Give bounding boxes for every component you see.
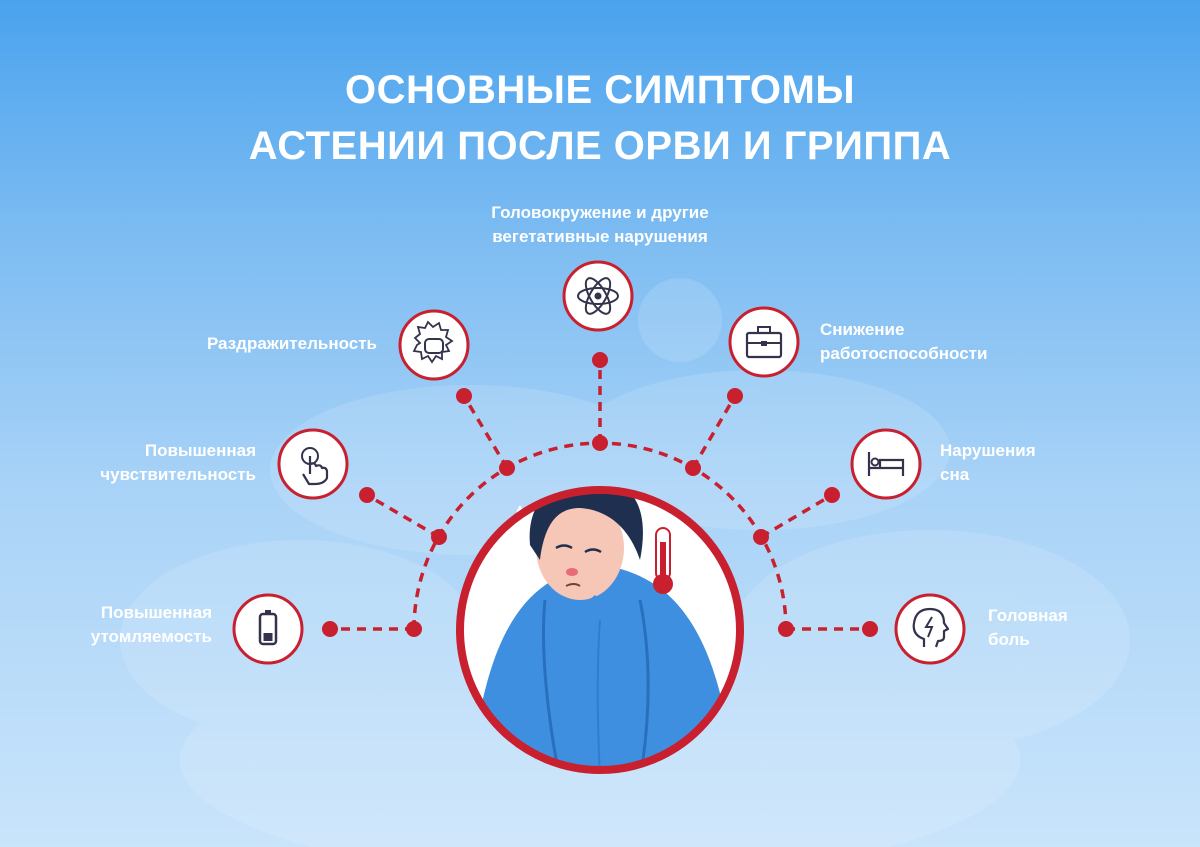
touch-hand-icon	[277, 428, 349, 500]
label-sensitivity: Повышенная чувствительность	[100, 441, 256, 484]
sick-person-illustration	[456, 486, 744, 774]
bed-icon	[850, 428, 922, 500]
briefcase-icon	[728, 306, 800, 378]
fist-icon	[398, 309, 470, 381]
label-work: Снижение работоспособности	[820, 320, 988, 363]
label-sleep: Нарушения сна	[940, 441, 1036, 484]
label-headache: Головная боль	[988, 606, 1068, 649]
label-dizziness: Головокружение и другие вегетативные нар…	[491, 203, 709, 246]
title-line-1: ОСНОВНЫЕ СИМПТОМЫ	[345, 68, 855, 112]
title-line-2: АСТЕНИИ ПОСЛЕ ОРВИ И ГРИППА	[248, 124, 952, 168]
battery-icon	[232, 593, 304, 665]
atom-icon	[562, 260, 634, 332]
connector-dots	[322, 352, 878, 637]
connector-lines	[330, 360, 870, 631]
label-irritability: Раздражительность	[206, 334, 377, 353]
page-title: ОСНОВНЫЕ СИМПТОМЫ АСТЕНИИ ПОСЛЕ ОРВИ И Г…	[0, 62, 1200, 174]
head-lightning-icon	[894, 593, 966, 665]
label-fatigue: Повышенная утомляемость	[90, 603, 212, 646]
